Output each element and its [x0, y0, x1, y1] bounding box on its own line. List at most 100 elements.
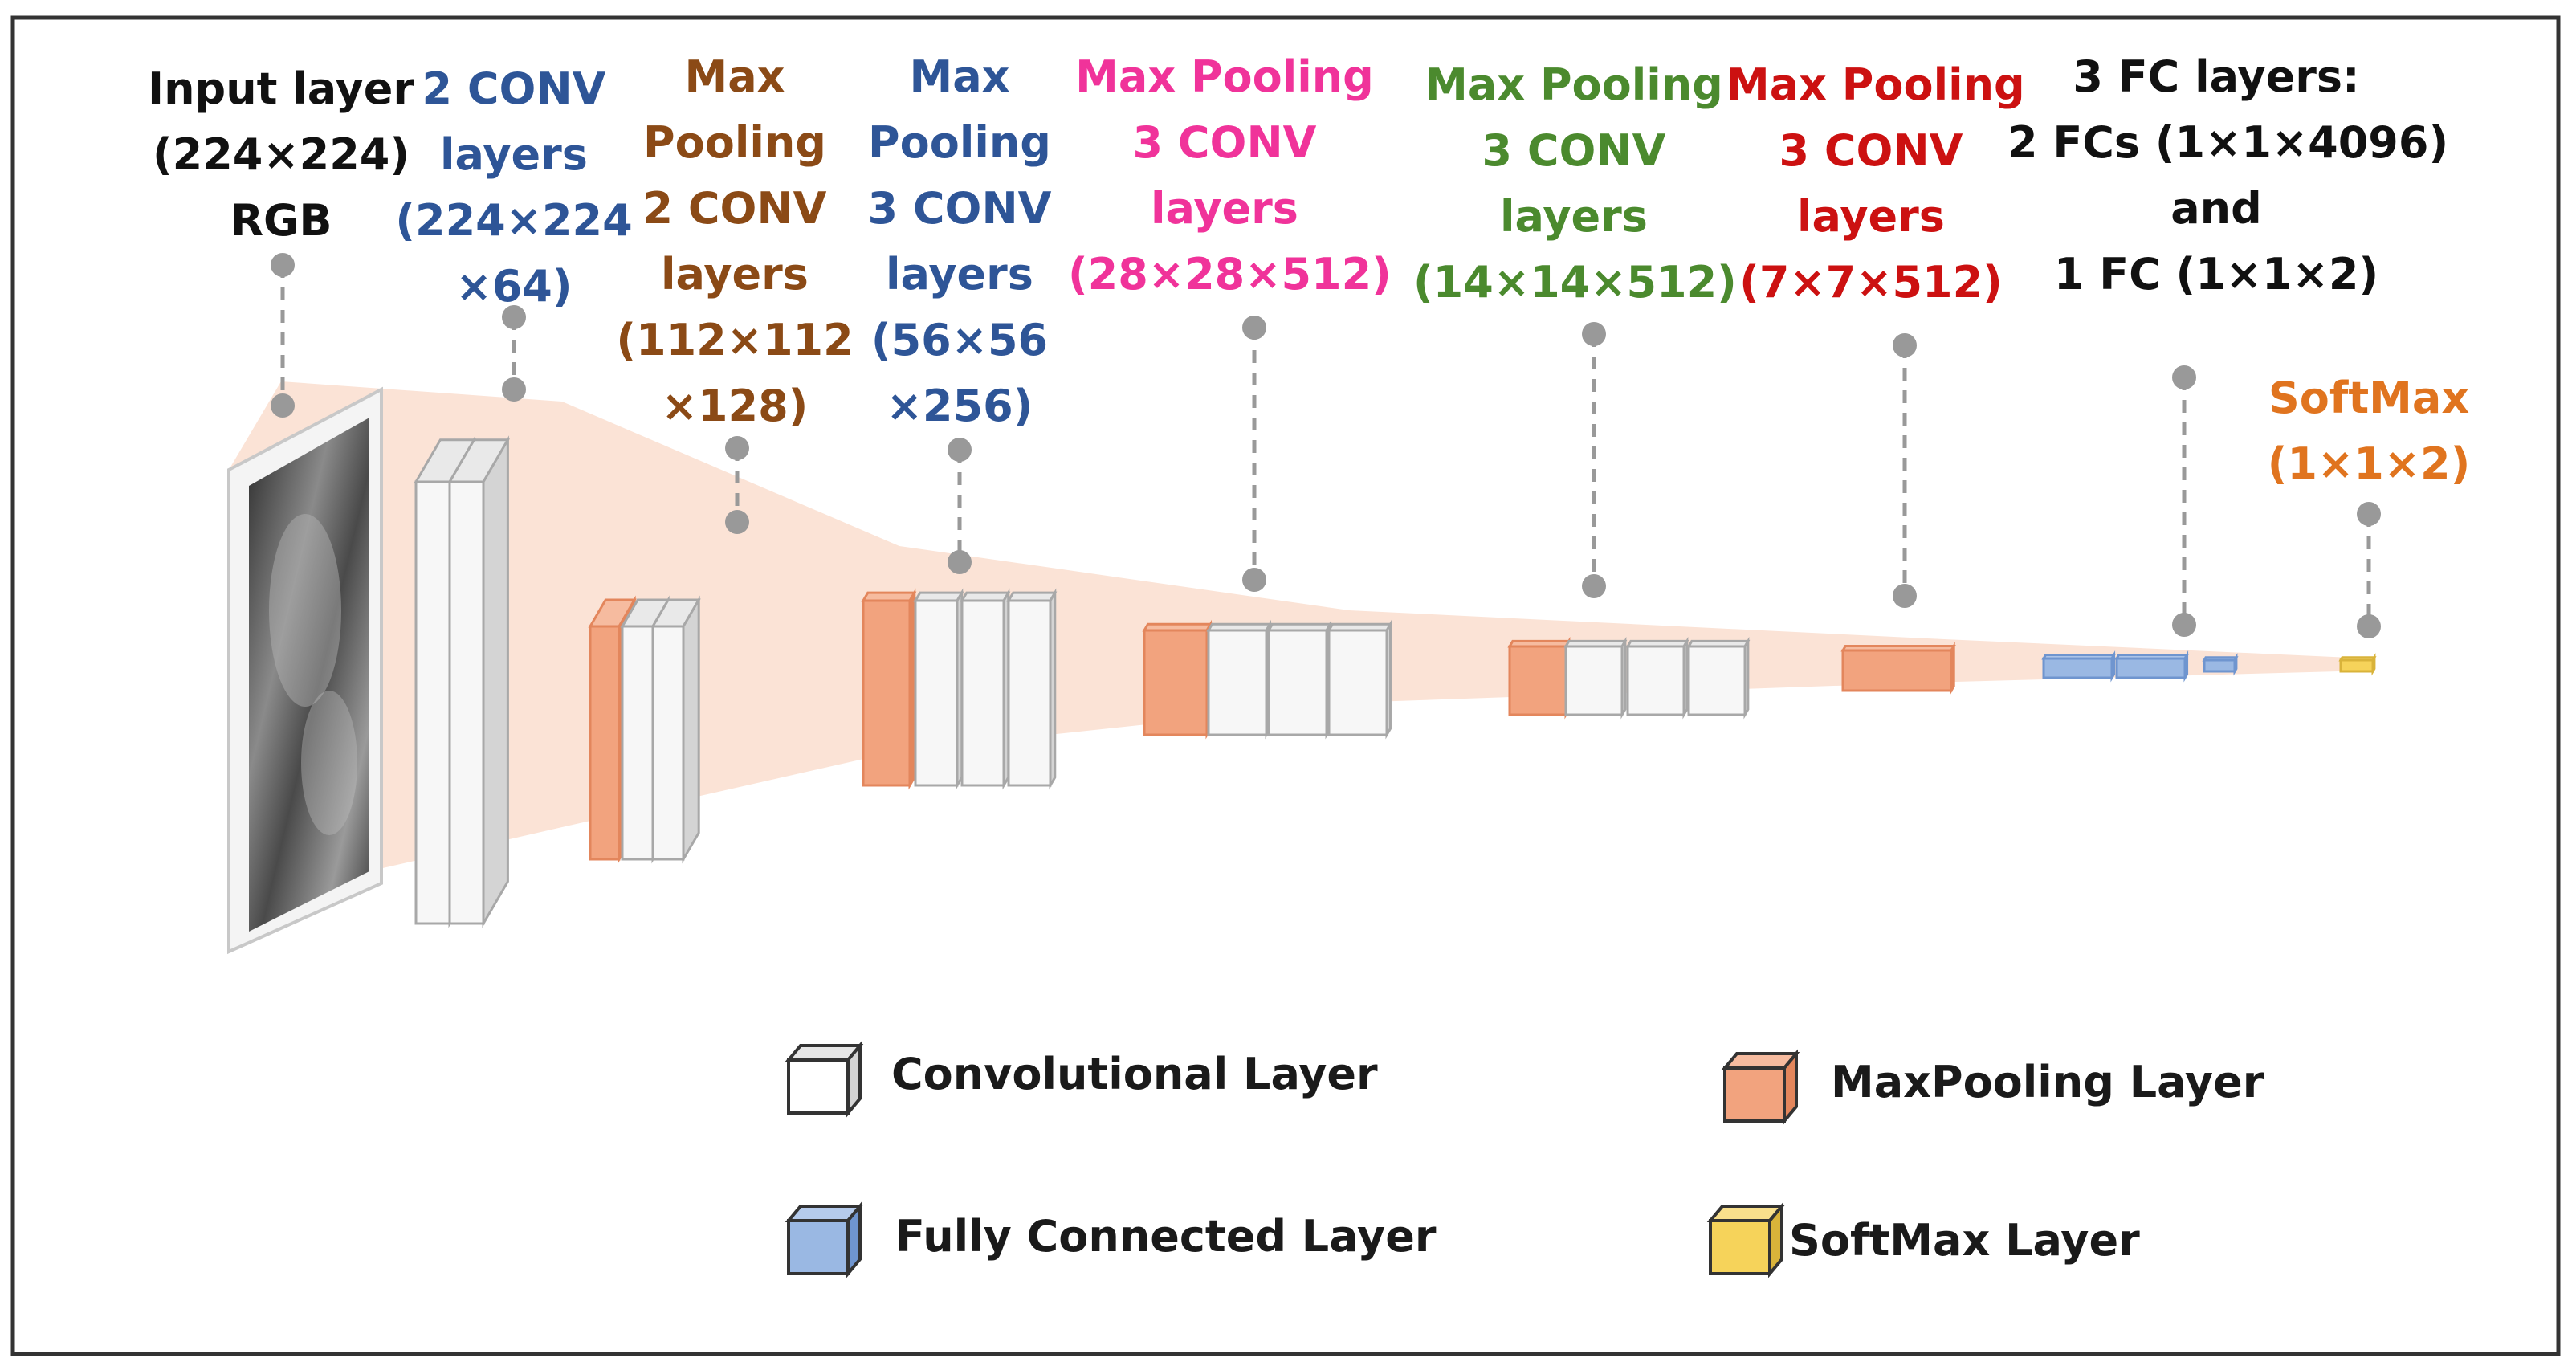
- conv-layer-block: [1207, 629, 1268, 736]
- label-line: layers: [661, 249, 809, 300]
- label-line: 3 CONV: [1132, 117, 1317, 168]
- label-line: (224×224: [395, 195, 633, 246]
- maxpool-layer-block: [862, 599, 911, 787]
- conv-layer-block: [1687, 645, 1747, 716]
- label-line: Input layer: [148, 63, 414, 114]
- maxpool-layer-block: [1508, 645, 1567, 716]
- label-fc-layers: 3 FC layers: 2 FCs (1×1×4096) and 1 FC (1×1…: [2007, 44, 2449, 308]
- conv-layer-block: [448, 480, 485, 925]
- connector-dot: [502, 305, 526, 329]
- label-line: Max Pooling: [1075, 51, 1374, 102]
- softmax-layer-block: [2339, 658, 2374, 673]
- legend-pool-icon: [1721, 1049, 1800, 1126]
- legend-softmax-label: SoftMax Layer: [1789, 1215, 2140, 1266]
- label-line: SoftMax: [2268, 373, 2470, 423]
- maxpool-layer-block: [1841, 649, 1953, 692]
- maxpool-layer-block: [1143, 629, 1209, 736]
- connector-dot: [2357, 502, 2381, 526]
- label-line: ×64): [455, 261, 573, 312]
- label-line: ×128): [661, 381, 809, 431]
- label-line: Max Pooling: [1425, 59, 1723, 110]
- connector-dot: [2172, 365, 2196, 389]
- label-line: and: [2170, 183, 2262, 234]
- connector-dot: [1242, 316, 1266, 340]
- connector-dot: [1582, 574, 1606, 598]
- conv-layer-block: [1267, 629, 1328, 736]
- connector-dots: [271, 253, 2381, 638]
- label-conv-block-1: 2 CONV layers (224×224 ×64): [385, 56, 642, 320]
- connector-dot: [1893, 333, 1917, 357]
- label-line: 2 FCs (1×1×4096): [2007, 117, 2449, 168]
- conv-layer-block: [1626, 645, 1685, 716]
- label-line: 3 CONV: [1779, 125, 1963, 176]
- maxpool-layer-block: [589, 625, 621, 861]
- connector-dot: [2357, 614, 2381, 638]
- connector-dot: [948, 550, 972, 574]
- legend-fc-icon: [785, 1201, 864, 1278]
- conv-layer-block: [1327, 629, 1388, 736]
- connector-dot: [1582, 322, 1606, 346]
- legend-icons: [785, 1041, 1800, 1278]
- conv-layer-block-side: [682, 595, 700, 864]
- fc-layer-block: [2042, 657, 2113, 679]
- connector-dot: [271, 393, 295, 418]
- label-line: (1×1×2): [2267, 438, 2471, 489]
- legend-softmax-icon: [1706, 1201, 1786, 1278]
- conv-layer-block-side: [482, 435, 509, 928]
- fc-layer-block: [2115, 657, 2187, 679]
- connector-dot: [725, 436, 749, 460]
- label-line: 1 FC (1×1×2): [2053, 249, 2379, 300]
- legend-pool-label: MaxPooling Layer: [1831, 1057, 2264, 1107]
- connector-dot: [271, 253, 295, 277]
- label-line: ×256): [886, 381, 1033, 431]
- label-pool-conv-block-5: Max Pooling 3 CONV layers (14×14×512): [1413, 52, 1737, 316]
- conv-layer-block: [914, 599, 959, 787]
- conv-layer-block: [1564, 645, 1624, 716]
- label-line: (112×112: [616, 315, 854, 365]
- conv-layer-block: [414, 480, 451, 925]
- label-line: Pooling: [643, 117, 826, 168]
- label-line: Max Pooling: [1726, 59, 2025, 110]
- connector-dot: [502, 377, 526, 402]
- connector-dot: [725, 510, 749, 534]
- label-line: (7×7×512): [1739, 257, 2003, 308]
- label-softmax: SoftMax (1×1×2): [2248, 365, 2489, 497]
- connector-dot: [1242, 568, 1266, 592]
- label-line: 3 CONV: [1482, 125, 1666, 176]
- label-line: (56×56: [870, 315, 1049, 365]
- label-line: Max: [684, 51, 785, 102]
- label-line: RGB: [230, 195, 332, 246]
- legend-fc-label: Fully Connected Layer: [895, 1211, 1437, 1262]
- label-line: layers: [1151, 183, 1298, 234]
- label-line: layers: [1500, 191, 1648, 242]
- label-pool-conv-block-4: Max Pooling 3 CONV layers (28×28×512): [1068, 44, 1392, 308]
- label-line: 3 CONV: [867, 183, 1052, 234]
- label-line: 2 CONV: [642, 183, 827, 234]
- layer-blocks: [414, 435, 2377, 928]
- label-line: (224×224): [152, 129, 410, 180]
- conv-layer-block: [621, 625, 654, 861]
- label-line: Max: [909, 51, 1010, 102]
- label-pool-conv-block-6: Max Pooling 3 CONV layers (7×7×512): [1726, 52, 2025, 316]
- label-input-layer: Input layer (224×224) RGB: [124, 56, 438, 254]
- connector-dot: [948, 438, 972, 462]
- connector-dot: [1893, 584, 1917, 608]
- label-line: (28×28×512): [1068, 249, 1392, 300]
- label-line: 3 FC layers:: [2073, 51, 2360, 102]
- conv-layer-block: [960, 599, 1005, 787]
- connector-dot: [2172, 613, 2196, 637]
- label-line: Pooling: [868, 117, 1051, 168]
- label-line: layers: [886, 249, 1033, 300]
- label-line: (14×14×512): [1413, 257, 1737, 308]
- fc-layer-block: [2203, 658, 2236, 673]
- conv-layer-block: [651, 625, 685, 861]
- label-line: layers: [1797, 191, 1945, 242]
- legend-conv-icon: [785, 1041, 864, 1118]
- input-image: [227, 386, 383, 955]
- legend-conv-label: Convolutional Layer: [891, 1049, 1378, 1099]
- label-line: 2 CONV: [422, 63, 606, 114]
- label-line: layers: [440, 129, 588, 180]
